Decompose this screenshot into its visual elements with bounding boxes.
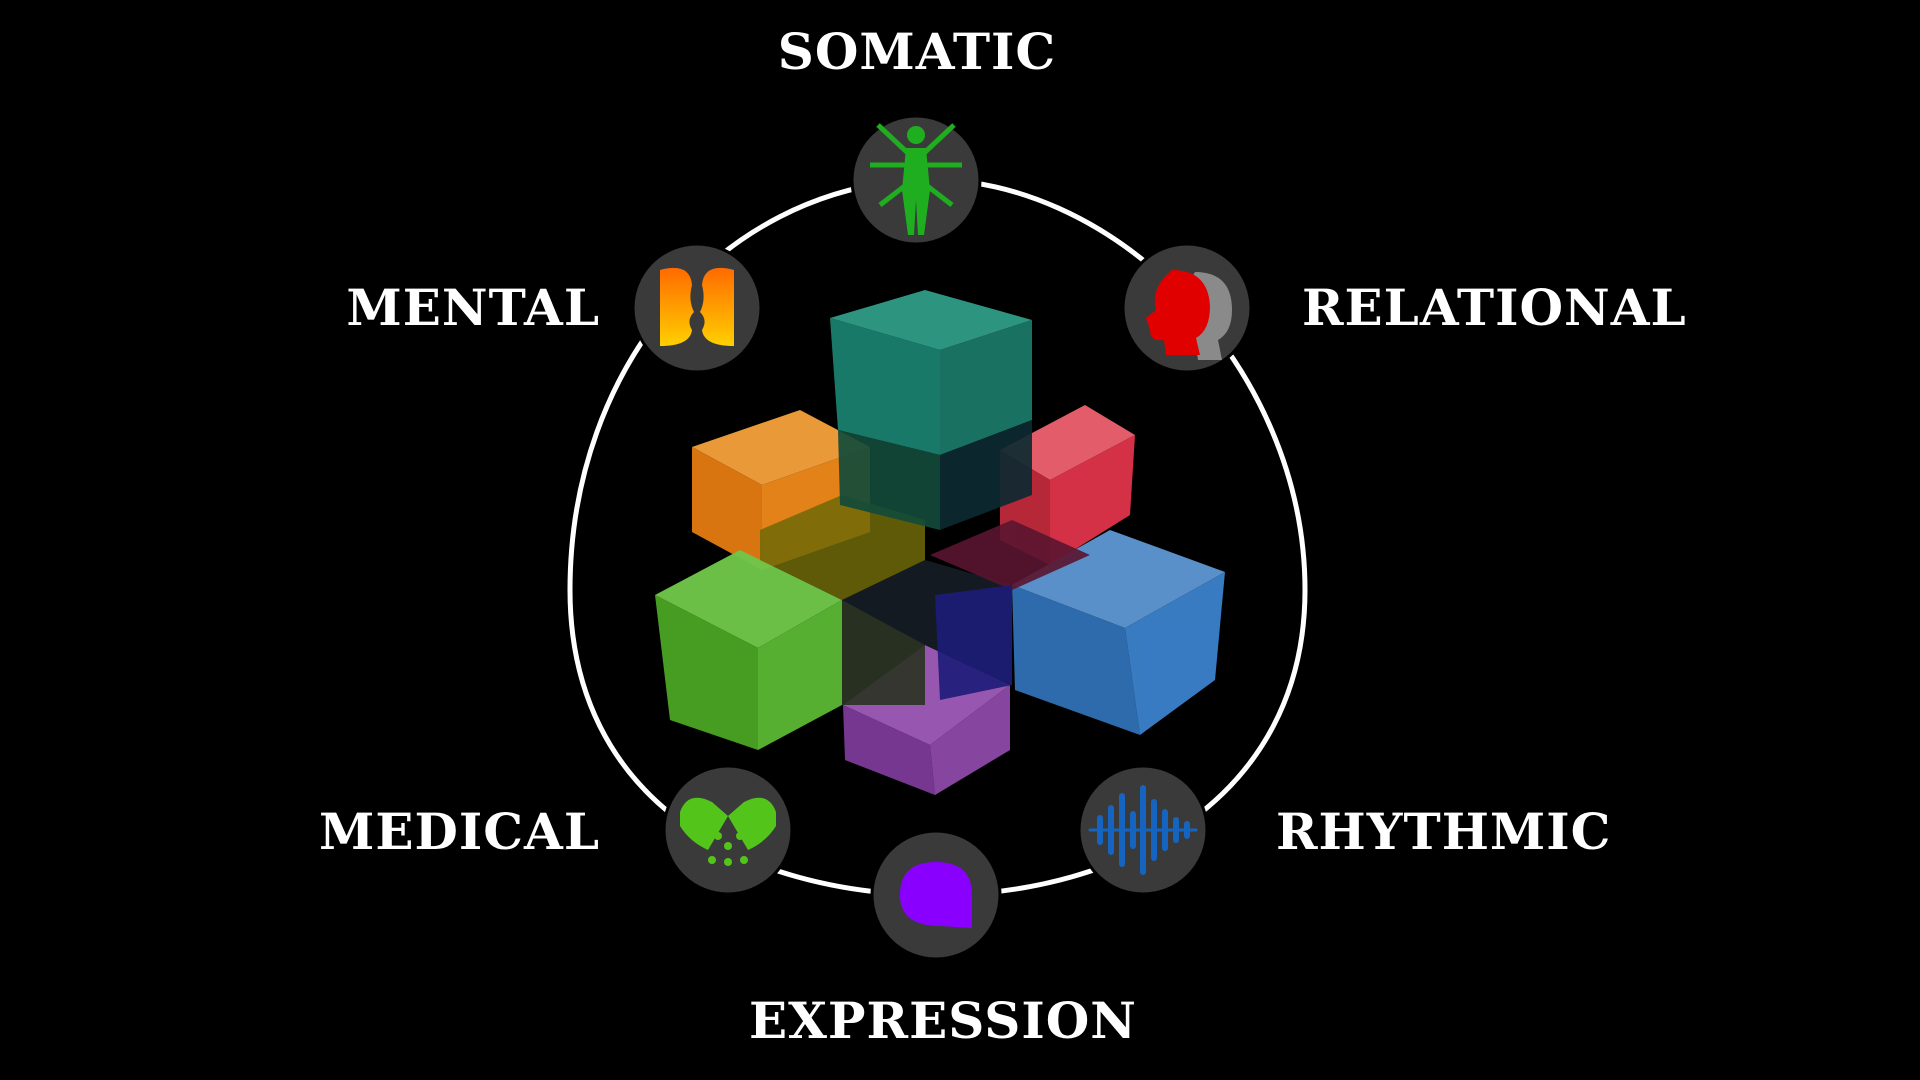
expression-node (870, 829, 1002, 961)
rhythmic-node (1077, 764, 1209, 896)
teal-cube (830, 290, 1032, 530)
expression-label: EXPRESSION (749, 991, 1137, 1050)
vitruvian-figure-icon (870, 123, 962, 235)
profile-heads-icon (1146, 270, 1232, 360)
cube-cluster (655, 290, 1225, 795)
green-cube (655, 550, 842, 750)
somatic-node (850, 114, 982, 246)
sound-wave-icon (1088, 785, 1198, 875)
overlap-core (760, 495, 1090, 705)
mental-label: MENTAL (346, 278, 600, 337)
medical-label: MEDICAL (319, 802, 600, 861)
two-heads-icon (660, 267, 734, 346)
medical-node (662, 764, 794, 896)
capsule-pill-icon (680, 797, 776, 866)
speech-bubble-icon (900, 862, 972, 928)
rhythmic-label: RHYTHMIC (1276, 802, 1612, 861)
relational-label: RELATIONAL (1302, 278, 1687, 337)
blue-cube (1012, 530, 1225, 735)
somatic-label: SOMATIC (777, 22, 1057, 81)
relational-node (1121, 242, 1253, 374)
mental-node (631, 242, 763, 374)
